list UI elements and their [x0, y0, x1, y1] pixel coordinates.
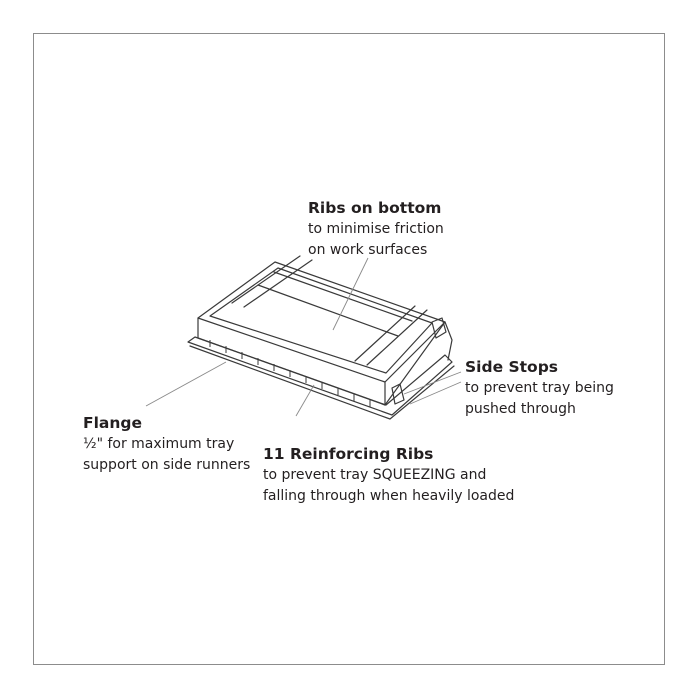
tray-flange — [187, 336, 453, 416]
tray-body — [197, 261, 446, 406]
callout-desc-line: to minimise friction — [308, 221, 444, 237]
side-stop — [391, 383, 405, 405]
callout-desc-line: ½" for maximum tray — [83, 436, 235, 452]
callout-title: 11 Reinforcing Ribs — [263, 445, 434, 463]
callout-reinforcing-ribs: 11 Reinforcing Ribs to prevent tray SQUE… — [263, 444, 514, 507]
callout-title: Flange — [83, 414, 143, 432]
bottom-rib — [231, 255, 301, 304]
bottom-rib — [243, 259, 313, 308]
callout-desc-line: pushed through — [465, 401, 576, 417]
callout-ribs-on-bottom: Ribs on bottom to minimise friction on w… — [308, 198, 444, 261]
bottom-rib — [354, 305, 416, 362]
bottom-rib — [257, 284, 399, 337]
leader-side-stops-1 — [403, 371, 462, 395]
leader-flange — [145, 361, 227, 407]
callout-title: Ribs on bottom — [308, 199, 442, 217]
callout-desc-line: to prevent tray SQUEEZING and — [263, 467, 487, 483]
leader-ribs-on-bottom — [332, 257, 369, 331]
callout-flange: Flange ½" for maximum tray support on si… — [83, 413, 250, 476]
callout-desc-line: on work surfaces — [308, 242, 428, 258]
callout-side-stops: Side Stops to prevent tray being pushed … — [465, 357, 614, 420]
image-frame — [33, 33, 665, 665]
side-stop — [431, 317, 447, 339]
reinforcing-ribs — [209, 340, 371, 407]
callout-desc-line: to prevent tray being — [465, 380, 614, 396]
bottom-rib — [366, 309, 428, 366]
leader-side-stops-2 — [409, 381, 462, 405]
callout-desc-line: falling through when heavily loaded — [263, 488, 515, 504]
callout-desc-line: support on side runners — [83, 457, 251, 473]
bottom-rib — [273, 271, 413, 322]
leader-reinforcing-ribs — [295, 384, 315, 417]
callout-title: Side Stops — [465, 358, 559, 376]
